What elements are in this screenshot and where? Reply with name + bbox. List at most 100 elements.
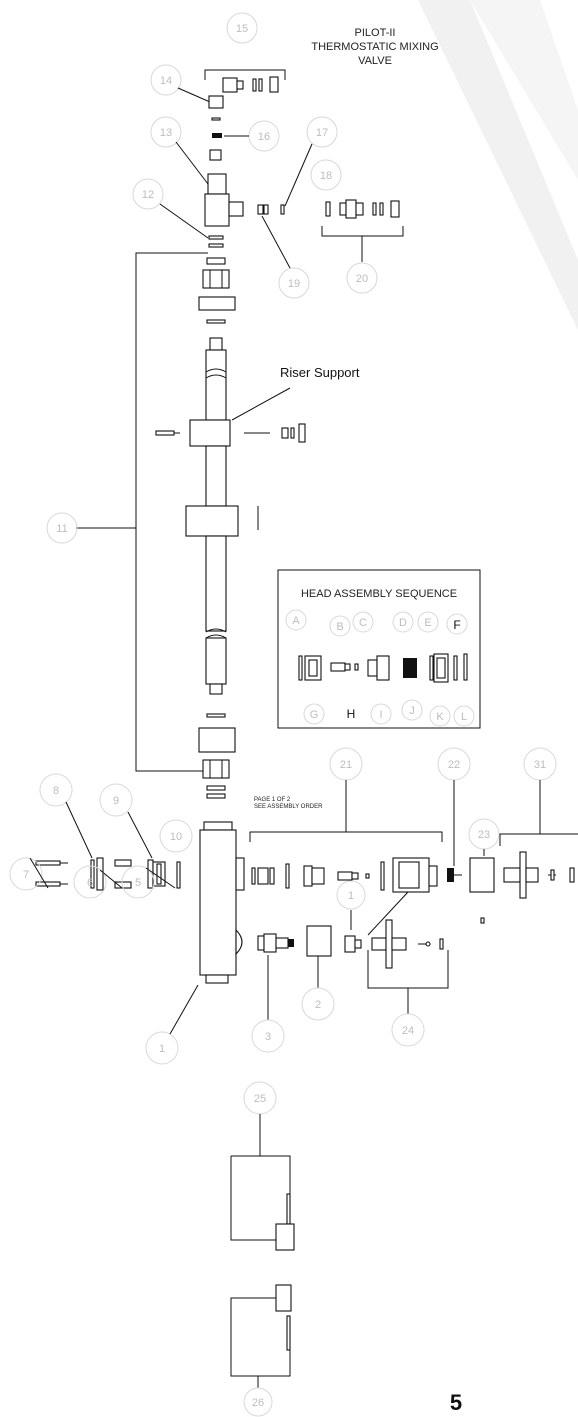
head-assembly-box [277, 569, 481, 729]
bracket-21 [249, 831, 443, 842]
svg-text:26: 26 [252, 1397, 264, 1409]
svg-text:20: 20 [356, 273, 368, 285]
svg-text:G: G [310, 709, 319, 721]
svg-text:24: 24 [402, 1025, 414, 1037]
part-17-19 [257, 204, 285, 215]
part-2 [306, 925, 332, 957]
head-letter-K: K [429, 705, 451, 727]
svg-text:23: 23 [478, 829, 490, 841]
svg-text:L: L [461, 711, 467, 723]
head-letter-C: C [352, 611, 374, 633]
svg-text:15: 15 [236, 23, 248, 35]
svg-text:8: 8 [53, 785, 59, 797]
head-letter-A: A [285, 609, 307, 631]
svg-text:13: 13 [160, 127, 172, 139]
svg-text:1: 1 [159, 1043, 165, 1055]
bracket-24 [367, 950, 449, 989]
callout-20: 20 [346, 262, 378, 294]
svg-text:5: 5 [135, 877, 141, 889]
callout-10: 10 [159, 819, 193, 853]
svg-text:K: K [436, 711, 444, 723]
part-14 [208, 95, 224, 109]
svg-text:1: 1 [348, 890, 354, 902]
part-3-fitting [257, 933, 294, 953]
svg-text:F: F [453, 618, 460, 632]
callout-2: 2 [301, 987, 335, 1021]
callout-11: 11 [46, 512, 78, 544]
callout-3: 3 [251, 1019, 285, 1053]
callout-21: 21 [329, 747, 363, 781]
callout-12: 12 [132, 178, 164, 210]
callout-7: 7 [9, 857, 43, 891]
riser-screw-left [155, 430, 180, 436]
left-side-parts [35, 857, 181, 891]
svg-text:12: 12 [142, 189, 154, 201]
svg-text:22: 22 [448, 759, 460, 771]
svg-text:7: 7 [23, 869, 29, 881]
svg-text:17: 17 [316, 127, 328, 139]
riser-bottom-nuts [198, 713, 236, 799]
svg-text:D: D [399, 617, 407, 629]
part-15-fitting [222, 76, 279, 93]
riser-support-parts [244, 423, 306, 443]
part-23 [469, 857, 495, 893]
head-assembly-title: HEAD ASSEMBLY SEQUENCE [301, 588, 457, 600]
svg-text:14: 14 [160, 75, 172, 87]
head-letter-F: F [446, 613, 468, 635]
part-31-handle [503, 851, 575, 899]
head-letter-B: B [329, 615, 351, 637]
title-line-1: PILOT-II [355, 27, 396, 39]
head-letter-I: I [370, 703, 392, 725]
callout-9: 9 [99, 783, 133, 817]
svg-text:J: J [409, 705, 415, 717]
svg-text:25: 25 [254, 1093, 266, 1105]
svg-text:31: 31 [534, 759, 546, 771]
svg-text:21: 21 [340, 759, 352, 771]
riser-top-nuts [198, 257, 236, 324]
part-13-tee [204, 173, 244, 227]
svg-text:2: 2 [315, 999, 321, 1011]
callout-8: 8 [39, 773, 73, 807]
part-1 [344, 935, 356, 953]
callout-6: 6 [73, 865, 107, 899]
part-26 [230, 1284, 292, 1377]
title-line-3: VALVE [358, 55, 392, 67]
svg-text:18: 18 [320, 170, 332, 182]
part-22 [447, 868, 454, 882]
head-letter-D: D [392, 611, 414, 633]
callout-16: 16 [248, 120, 280, 152]
callout-22: 22 [437, 747, 471, 781]
callout-5: 5 [121, 865, 155, 899]
head-letter-E: E [417, 611, 439, 633]
part-21-head [251, 857, 438, 893]
part-24-handle [371, 919, 444, 969]
svg-text:9: 9 [113, 795, 119, 807]
bracket-31 [499, 833, 578, 846]
bracket-20 [321, 226, 404, 237]
part-16 [212, 133, 222, 138]
svg-text:E: E [424, 617, 431, 629]
svg-text:16: 16 [258, 131, 270, 143]
callout-13: 13 [150, 116, 182, 148]
diagram-title: PILOT-II THERMOSTATIC MIXING VALVE [311, 27, 438, 67]
head-letter-H: H [347, 707, 356, 721]
callout-17: 17 [306, 116, 338, 148]
svg-text:B: B [336, 621, 343, 633]
head-letter-J: J [401, 699, 423, 721]
callout-18: 18 [310, 159, 342, 191]
bottom-note: PAGE 1 OF 2 SEE ASSEMBLY ORDER [254, 797, 323, 810]
svg-text:3: 3 [265, 1031, 271, 1043]
bracket-11 [135, 252, 208, 772]
callout-19: 19 [278, 267, 310, 299]
head-letter-G: G [303, 703, 325, 725]
callout-14: 14 [150, 64, 182, 96]
callout-25: 25 [243, 1081, 277, 1115]
svg-text:A: A [292, 615, 300, 627]
riser-pipe [185, 337, 259, 695]
svg-text:PAGE 1 OF 2: PAGE 1 OF 2 [254, 797, 291, 803]
page-number: 5 [450, 1390, 462, 1415]
callout-1-main: 1 [145, 1031, 179, 1065]
part-20-fitting [325, 199, 400, 219]
svg-text:I: I [379, 709, 382, 721]
